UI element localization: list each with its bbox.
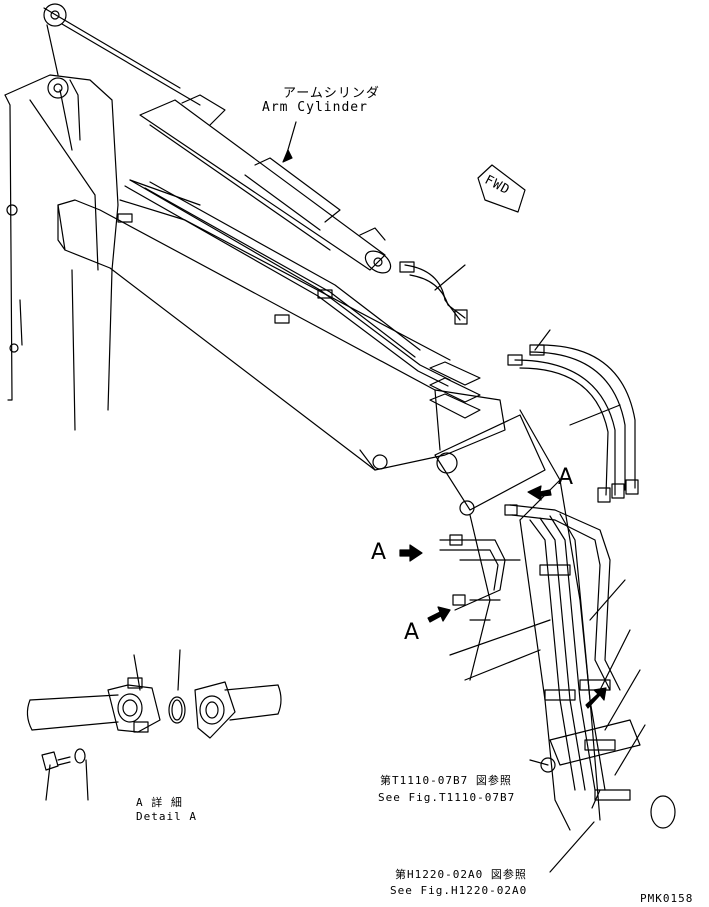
boom-structure	[4, 74, 119, 431]
arm-structure	[57, 179, 676, 831]
reference-2-en: See Fig.H1220-02A0	[390, 884, 528, 897]
detail-a-title-jp: A 詳 細	[136, 796, 183, 809]
arm-cylinder-label-jp: アームシリンダ	[283, 86, 380, 101]
lower-piping-bundle	[439, 504, 646, 801]
reference-1-jp: 第T1110-07B7 図参照	[380, 774, 512, 787]
fwd-arrow-outline	[477, 164, 526, 213]
arm-piping	[117, 179, 481, 419]
boom-top-linkage	[43, 3, 201, 106]
figure-code: PMK0158	[640, 892, 694, 905]
callout-a-lower: A	[404, 620, 420, 645]
leader-lines	[45, 121, 601, 873]
detail-a-title-en: Detail A	[136, 810, 197, 823]
callout-a-right: A	[558, 465, 574, 490]
callout-arrows	[399, 485, 607, 709]
arm-cylinder	[139, 94, 392, 274]
detail-a-flange-drawing	[26, 677, 282, 771]
reference-1-en: See Fig.T1110-07B7	[378, 791, 516, 804]
hose-assembly-small	[399, 261, 468, 325]
callout-a-left: A	[371, 540, 387, 565]
arm-cylinder-label-en: Arm Cylinder	[262, 100, 368, 115]
reference-2-jp: 第H1220-02A0 図参照	[395, 868, 527, 881]
hose-bundle	[507, 329, 639, 503]
